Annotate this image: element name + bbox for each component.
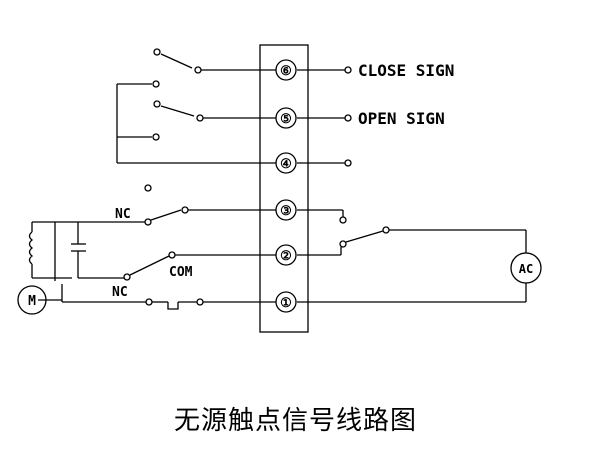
- terminal-5-ring: [275, 107, 297, 129]
- nc-upper-label: NC: [115, 207, 131, 222]
- ac-label: AC: [519, 262, 533, 276]
- diagram-caption: 无源触点信号线路图: [173, 406, 417, 436]
- close-sign-output-wire: [297, 66, 352, 74]
- terminal-2-ring: [275, 244, 297, 266]
- open-sign-label: OPEN SIGN: [358, 109, 445, 128]
- motor-winding-network: [28, 221, 145, 302]
- terminal-4-output: [297, 159, 352, 167]
- terminal-4-ring: [275, 152, 297, 174]
- feedback-common-wire: [116, 80, 276, 164]
- com-label: COM: [169, 265, 193, 280]
- terminal-6-ring: [275, 59, 297, 81]
- terminal-4-label: ④: [280, 157, 292, 172]
- nc-lower-label: NC: [112, 285, 128, 300]
- close-sign-switch: [153, 48, 276, 74]
- close-sign-label: CLOSE SIGN: [358, 61, 454, 80]
- terminal-6-label: ⑥: [280, 64, 292, 79]
- nc-lower-switch: [62, 298, 276, 310]
- motor-label: M: [28, 294, 36, 309]
- terminal-1-label: ①: [280, 296, 292, 311]
- terminal-3-ring: [275, 199, 297, 221]
- terminal-block: [259, 44, 309, 333]
- terminal-2-label: ②: [280, 249, 292, 264]
- terminal-3-label: ③: [280, 204, 292, 219]
- com-switch: [123, 251, 276, 281]
- open-sign-switch: [153, 100, 276, 122]
- motor-symbol: [17, 285, 47, 315]
- nc-upper-switch: [144, 184, 347, 226]
- terminal-5-label: ⑤: [280, 112, 292, 127]
- ac-switch: [297, 226, 527, 256]
- open-sign-output-wire: [297, 114, 352, 122]
- terminal-1-ring: [275, 291, 297, 313]
